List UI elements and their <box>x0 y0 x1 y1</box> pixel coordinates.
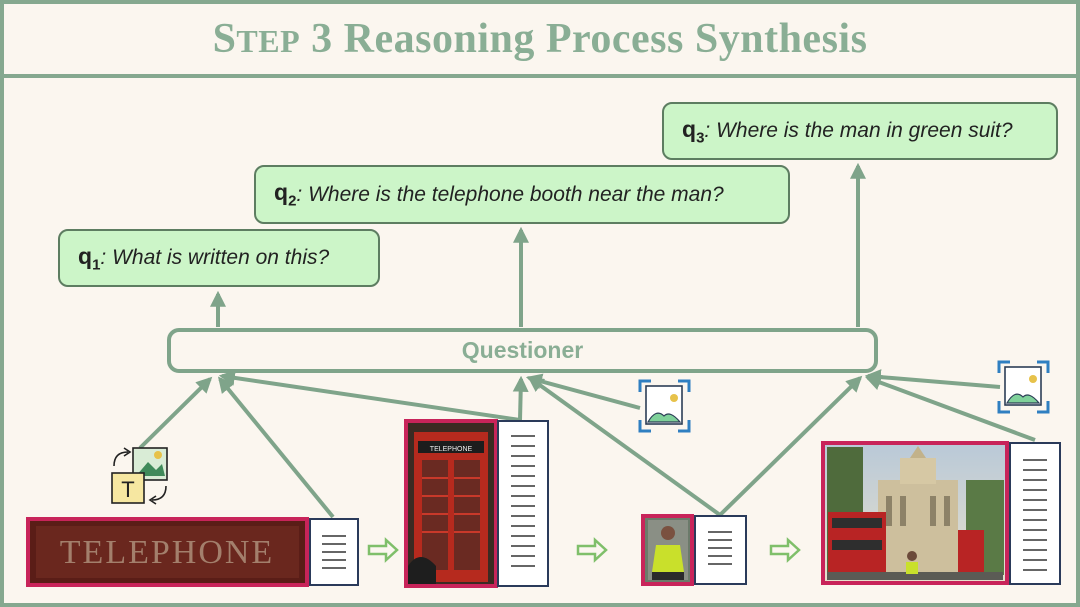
image-focus-icon <box>638 379 691 433</box>
text-image-convert-icon: T <box>111 447 168 505</box>
arrow-man-to-questioner-right <box>718 375 863 517</box>
document-icon <box>694 515 747 585</box>
questioner-to-question-arrows <box>210 162 866 327</box>
question-var: q3 <box>682 115 705 147</box>
question-text: Where is the man in green suit? <box>716 119 1013 142</box>
arrow-right-icon <box>576 537 608 563</box>
title-first-letter: S <box>212 16 237 62</box>
question-box-q2: q2: Where is the telephone booth near th… <box>254 165 790 224</box>
question-text: What is written on this? <box>112 246 330 269</box>
questioner-label: Questioner <box>461 337 584 363</box>
document-icon <box>497 420 549 587</box>
document-icon <box>309 518 359 586</box>
document-icon <box>1009 442 1061 585</box>
arrow-focus2-to-questioner <box>864 369 1001 389</box>
arrow-man-to-questioner-left <box>527 376 722 517</box>
questioner-box: Questioner <box>167 328 878 373</box>
man-green-vest-image <box>641 514 694 586</box>
arrow-focus-to-questioner <box>525 373 641 410</box>
arrow-icon-to-questioner <box>138 376 213 450</box>
title-smallcaps: TEP <box>236 23 301 59</box>
arrow-right-icon <box>769 537 801 563</box>
booth-sign-text: TELEPHONE <box>430 446 473 453</box>
arrow-booth-to-questioner <box>512 375 529 421</box>
arrow-booth-to-questioner-left <box>218 369 521 422</box>
question-box-q1: q1: What is written on this? <box>58 229 380 287</box>
question-var: q1 <box>78 242 101 274</box>
image-focus-icon <box>997 360 1050 414</box>
question-text: Where is the telephone booth near the ma… <box>308 182 724 206</box>
telephone-sign-image: TELEPHONE <box>26 517 309 587</box>
title-bar: STEP 3 Reasoning Process Synthesis <box>4 4 1076 78</box>
title-rest: 3 Reasoning Process Synthesis <box>300 16 868 62</box>
question-box-q3: q3: Where is the man in green suit? <box>662 102 1058 160</box>
london-street-image <box>821 441 1009 585</box>
telephone-booth-image: TELEPHONE <box>404 419 498 588</box>
svg-text:T: T <box>121 477 134 502</box>
arrow-street-to-questioner <box>865 374 1036 442</box>
input-to-questioner-arrows <box>138 369 1036 519</box>
question-var: q2 <box>274 179 297 210</box>
arrow-right-icon <box>367 537 399 563</box>
page-title: STEP 3 Reasoning Process Synthesis <box>213 15 868 63</box>
arrow-image1-to-questioner <box>217 376 335 519</box>
sign-text: TELEPHONE <box>60 534 274 571</box>
